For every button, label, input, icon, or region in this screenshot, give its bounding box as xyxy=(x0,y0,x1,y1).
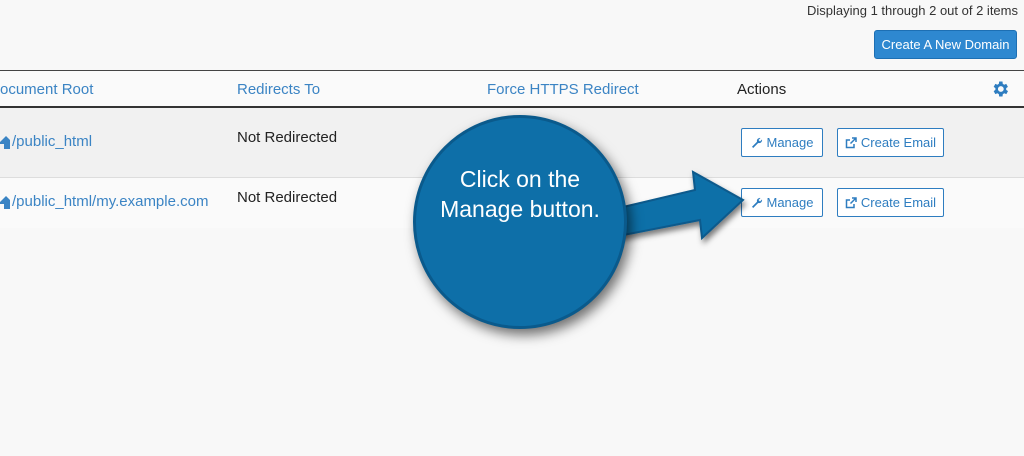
tutorial-callout: Click on the Manage button. xyxy=(413,115,627,329)
manage-button-label: Manage xyxy=(766,195,814,210)
home-icon xyxy=(0,195,10,209)
pagination-status: Displaying 1 through 2 out of 2 items xyxy=(806,3,1018,18)
gear-icon[interactable] xyxy=(990,79,1010,99)
wrench-icon xyxy=(751,197,762,208)
document-root-path: /public_html xyxy=(12,133,93,150)
manage-button-label: Manage xyxy=(766,135,814,150)
document-root-link[interactable]: /public_html/my.example.com xyxy=(0,193,208,210)
column-header-force-https[interactable]: Force HTTPS Redirect xyxy=(487,81,639,98)
column-header-document-root[interactable]: ocument Root xyxy=(0,81,94,98)
table-top-border xyxy=(0,70,1024,71)
create-email-button[interactable]: Create Email xyxy=(837,188,944,217)
document-root-link[interactable]: /public_html xyxy=(0,133,92,150)
external-link-icon xyxy=(845,136,857,148)
create-email-button[interactable]: Create Email xyxy=(837,128,944,157)
external-link-icon xyxy=(845,196,857,208)
create-new-domain-button[interactable]: Create A New Domain xyxy=(874,30,1017,59)
home-icon xyxy=(0,135,10,149)
table-header: ocument Root Redirects To Force HTTPS Re… xyxy=(0,71,1024,107)
manage-button[interactable]: Manage xyxy=(741,188,823,217)
column-header-redirects-to[interactable]: Redirects To xyxy=(237,81,321,98)
create-email-button-label: Create Email xyxy=(860,195,937,210)
callout-text: Click on the Manage button. xyxy=(440,166,600,222)
redirects-to-value: Not Redirected xyxy=(237,189,338,206)
manage-button[interactable]: Manage xyxy=(741,128,823,157)
document-root-path: /public_html/my.example.com xyxy=(12,193,209,210)
column-header-actions: Actions xyxy=(737,81,787,98)
create-email-button-label: Create Email xyxy=(860,135,937,150)
table-header-border xyxy=(0,106,1024,108)
redirects-to-value: Not Redirected xyxy=(237,129,338,146)
table-row: /public_html/my.example.com Not Redirect… xyxy=(0,178,1024,228)
wrench-icon xyxy=(751,137,762,148)
